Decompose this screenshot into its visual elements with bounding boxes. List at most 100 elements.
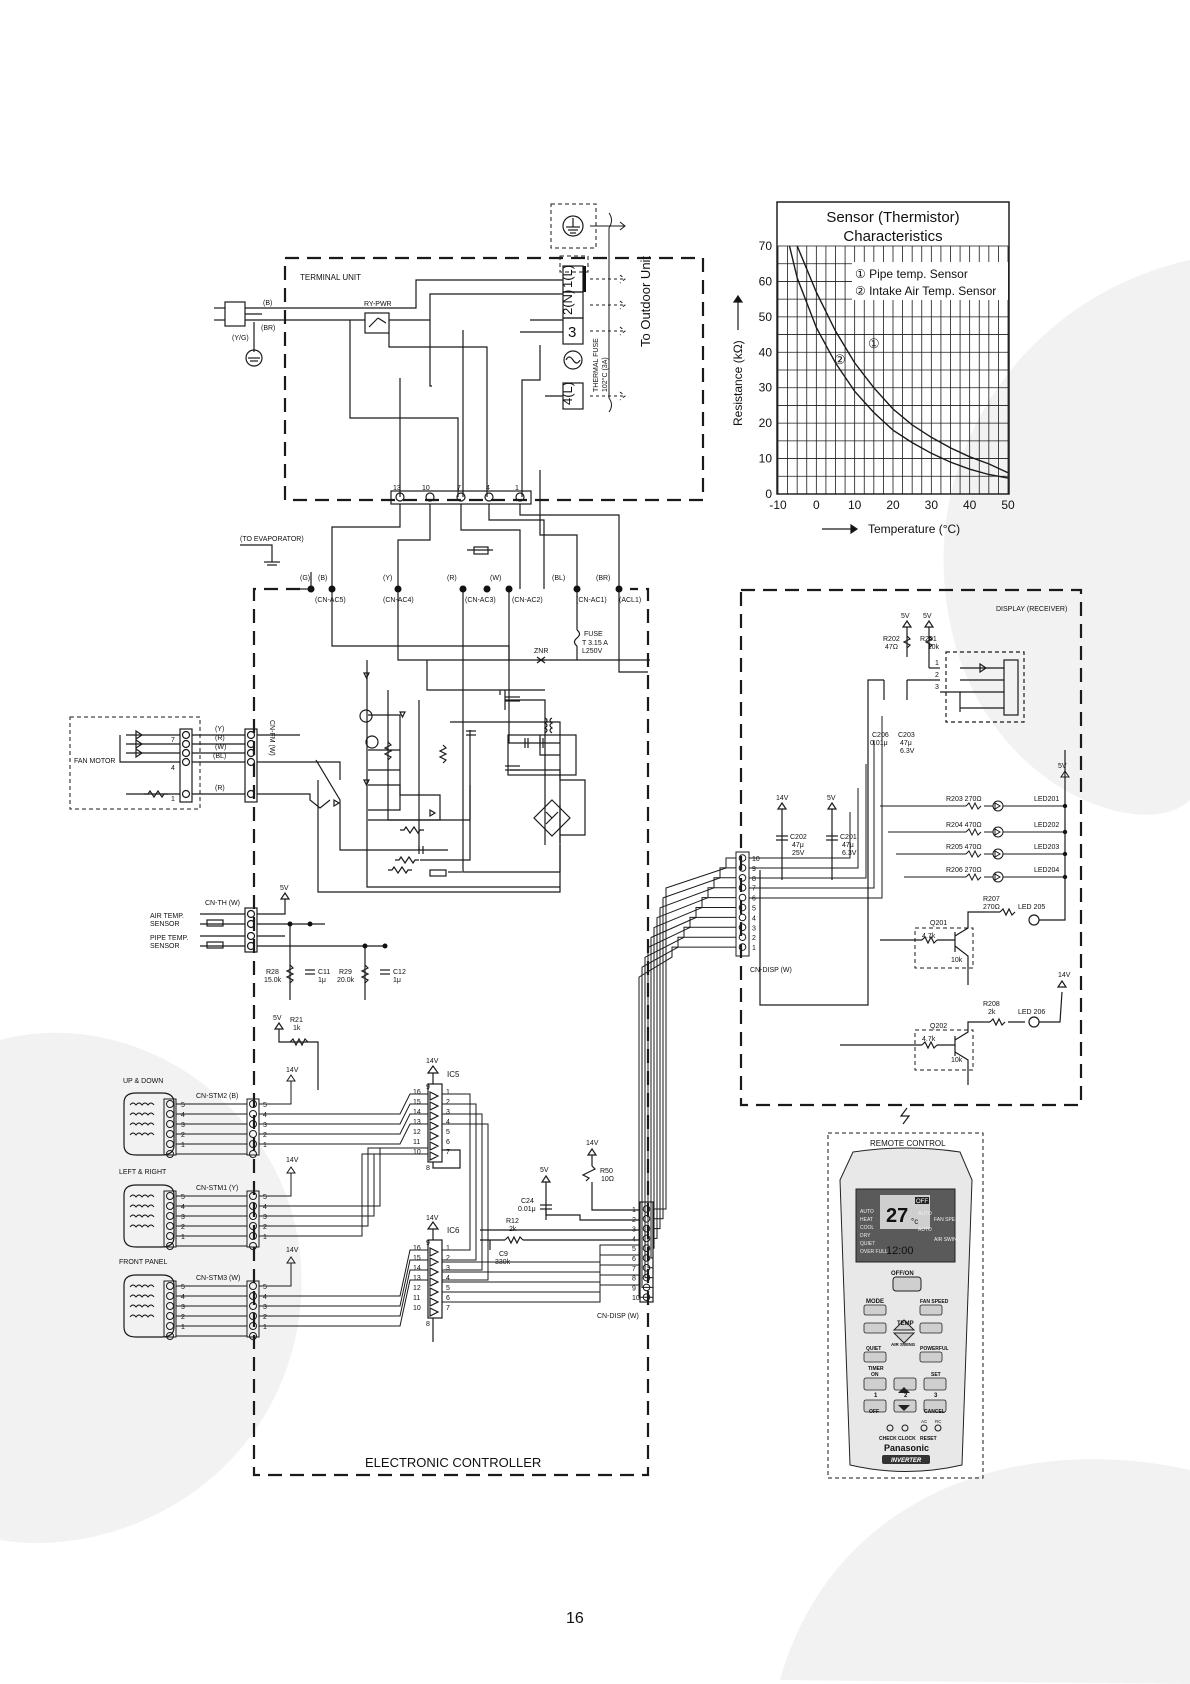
remote-button[interactable] [919, 1304, 943, 1316]
stepper-pin [166, 1110, 174, 1118]
ylabel-arrow-icon [732, 294, 744, 330]
stepper-coil [129, 1204, 155, 1208]
chart-x-tick: -10 [769, 498, 787, 512]
remote-auto-1: AUTO [918, 1211, 932, 1217]
ic5-pin-3: 3 [446, 1109, 450, 1116]
remote-button[interactable] [923, 1399, 947, 1413]
r28-value: 15.0k [264, 977, 282, 984]
power-supply-circuit [315, 592, 650, 893]
strip-pin-4: 4 [486, 485, 490, 492]
stm3-14v: 14V [286, 1247, 299, 1254]
disp-14v-c202: 14V [776, 795, 789, 802]
stepper-pin-label: 1 [181, 1234, 185, 1241]
r208-value: 2k [988, 1009, 996, 1016]
remote-button[interactable] [863, 1377, 887, 1391]
ic6-pin-15: 15 [413, 1255, 421, 1262]
bus-line [653, 887, 736, 1239]
led-diode-icon [994, 802, 1001, 810]
remote-button[interactable] [863, 1304, 887, 1316]
wire-color-w: (W) [490, 575, 501, 582]
terminal-3: 3 [568, 324, 576, 341]
stepper-pin-label: 2 [181, 1314, 185, 1321]
disp-connector-pin [738, 923, 747, 932]
chart-x-tick: 20 [886, 498, 900, 512]
connector-cn-ac2: (CN-AC2) [512, 597, 543, 604]
ctrl-disp-pin [642, 1215, 651, 1223]
stepper-pin-label: 5 [181, 1194, 185, 1201]
r201-value: 10k [928, 644, 940, 651]
terminal-2: 2(N) [560, 290, 575, 315]
stepper-pin [166, 1292, 174, 1300]
ic6-pin-5: 5 [446, 1285, 450, 1292]
disp-connector-pin-label: 1 [752, 945, 756, 952]
stepper-pin [249, 1202, 257, 1210]
remote-button[interactable] [919, 1351, 943, 1363]
stepper-pin [166, 1140, 174, 1148]
ic6-output-wire [442, 1264, 640, 1283]
cn-fm-label: CN-FM (W) [268, 720, 275, 756]
remote-cancel-label: CANCEL [924, 1409, 945, 1415]
chart-legend-2: ② Intake Air Temp. Sensor [855, 284, 996, 298]
cn-th-label: CN-TH (W) [205, 900, 240, 907]
r21-value: 1k [293, 1025, 301, 1032]
remote-button[interactable] [863, 1322, 887, 1334]
fuse-rating-2: L250V [582, 648, 603, 655]
r202-label: R202 [883, 636, 900, 643]
chart-y-tick: 10 [759, 452, 773, 466]
c203-value: 47μ [900, 740, 912, 747]
resistor-icons [383, 741, 448, 875]
ctrl-disp-pin [642, 1234, 651, 1243]
disp-5v-c201: 5V [827, 795, 836, 802]
terminal-4: 4(L) [560, 382, 575, 405]
chart-y-tick: 50 [759, 310, 773, 324]
c202-value: 47μ [792, 842, 804, 849]
disp-connector-pin [738, 933, 747, 942]
ic5-pin-16: 16 [413, 1089, 421, 1096]
ic6-pin-11: 11 [413, 1295, 420, 1302]
chart-series-line-2 [788, 245, 1009, 479]
ctrl-disp-pin-label: 9 [632, 1285, 636, 1292]
r50-value: 10Ω [601, 1176, 614, 1183]
ic6-pin-9: 9 [426, 1240, 430, 1247]
ctrl-5v: 5V [540, 1167, 549, 1174]
c12-label: C12 [393, 969, 406, 976]
q201-label: Q201 [930, 920, 947, 927]
ctrl-disp-pin-label: 3 [632, 1227, 636, 1234]
ic6-pin-14: 14 [413, 1265, 421, 1272]
r28-label: R28 [266, 969, 279, 976]
stepper-coil [129, 1112, 155, 1116]
stepper-board-connector [246, 1280, 260, 1338]
stepper-pin [249, 1130, 257, 1138]
stepper-pin [166, 1120, 174, 1128]
fuse-icon [573, 592, 581, 660]
disp-connector-pin [738, 864, 747, 872]
remote-button[interactable] [863, 1351, 887, 1363]
ic5-pin-13: 13 [413, 1119, 421, 1126]
remote-button[interactable] [923, 1377, 947, 1391]
fan-wire-w: (W) [215, 744, 226, 751]
chart-grid [777, 245, 1009, 495]
stepper-pin-label: 4 [263, 1204, 267, 1211]
chart-curve-1-label: ① [868, 336, 880, 351]
ctrl-disp-pin-label: 5 [632, 1246, 636, 1253]
remote-button[interactable] [919, 1322, 943, 1334]
remote-off-on-button[interactable] [892, 1276, 922, 1292]
steppers-5v: 5V [273, 1015, 282, 1022]
earth-ground-icon [245, 322, 263, 367]
q202-label: Q202 [930, 1023, 947, 1030]
thermal-fuse-label: THERMAL FUSE [593, 338, 600, 392]
wire-b-label: (B) [263, 300, 272, 307]
chart-title-bg [778, 203, 1008, 249]
remote-num2: 2 [904, 1393, 908, 1399]
remote-button[interactable] [863, 1399, 887, 1413]
fan-pin-7: 7 [171, 737, 175, 744]
r207-value: 270Ω [983, 904, 1000, 911]
remote-small-buttons [886, 1424, 942, 1432]
c203-volt: 6.3V [900, 748, 915, 755]
disp-connector-pin-label: 6 [752, 896, 756, 903]
remote-set-label: SET [931, 1372, 941, 1378]
ic6-14v: 14V [426, 1215, 439, 1222]
disp-connector-pin-label: 4 [752, 915, 756, 922]
recv-pin-3: 3 [935, 684, 939, 691]
